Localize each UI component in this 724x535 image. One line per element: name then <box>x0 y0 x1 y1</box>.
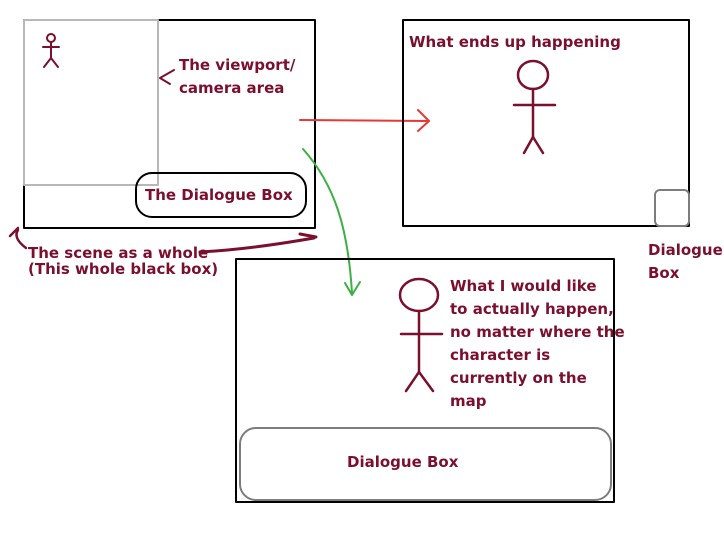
desired-description-line-5: currently on the <box>450 369 587 387</box>
scene-dialogue-box-label: The Dialogue Box <box>145 186 293 204</box>
viewport-pointer-arrow <box>159 69 175 85</box>
viewport-label-line-2: camera area <box>179 79 285 97</box>
desired-result-box <box>235 258 615 503</box>
scene-pointer-arrow-left <box>8 226 28 250</box>
desired-dialogue-box <box>239 427 612 501</box>
viewport-box <box>23 19 159 186</box>
actual-result-title: What ends up happening <box>409 33 621 51</box>
scene-label-line-2: (This whole black box) <box>28 260 219 278</box>
actual-result-box <box>402 19 690 227</box>
desired-description-line-4: character is <box>450 346 551 364</box>
desired-description-line-1: What I would like <box>450 277 597 295</box>
scene-dialogue-box <box>135 172 307 218</box>
small-stick-figure <box>42 33 60 68</box>
red-arrow <box>299 109 430 132</box>
scene-pointer-arrow-right <box>198 232 318 254</box>
desired-description-line-3: no matter where the <box>450 323 625 341</box>
scene-label-line-1: The scene as a whole <box>28 244 209 262</box>
desired-stick-figure <box>398 277 444 393</box>
desired-description-line-2: to actually happen, <box>450 300 614 318</box>
desired-description-line-6: map <box>450 392 487 410</box>
desired-dialogue-box-label: Dialogue Box <box>347 453 459 471</box>
green-arrow <box>302 148 361 296</box>
actual-dialogue-box <box>654 189 690 227</box>
actual-dialogue-label-line-1: Dialogue <box>648 241 723 259</box>
actual-stick-figure <box>512 59 557 155</box>
viewport-label-line-1: The viewport/ <box>179 56 296 74</box>
actual-dialogue-label-line-2: Box <box>648 264 680 282</box>
